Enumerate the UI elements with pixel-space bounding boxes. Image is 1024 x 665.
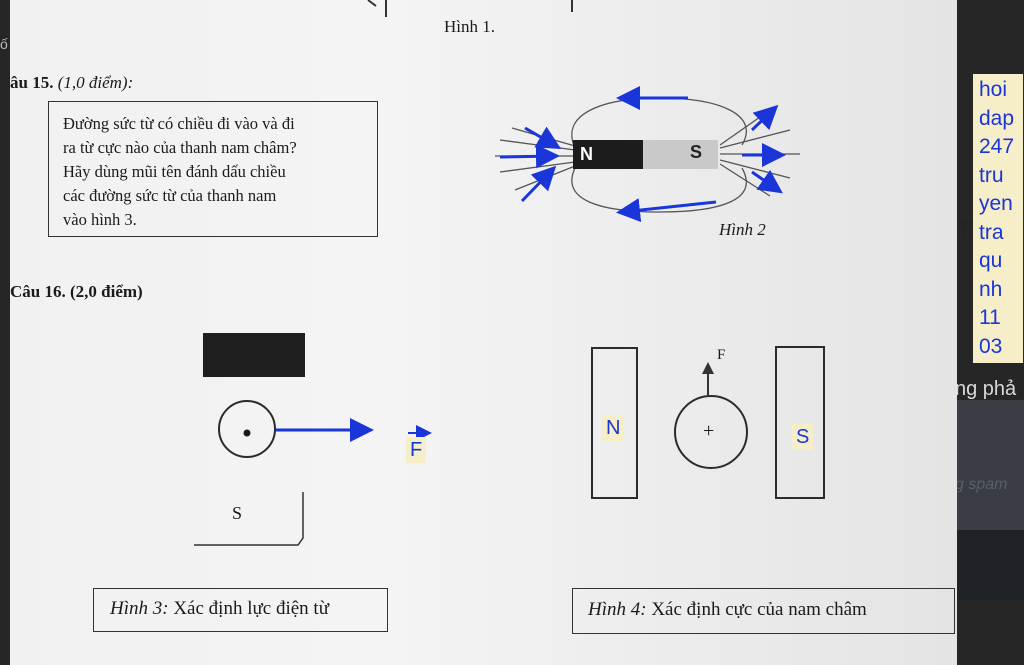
figure2-pole-s: S — [690, 142, 703, 162]
figure4-caption-box — [572, 588, 955, 634]
figure4-pole-n: N — [602, 415, 625, 441]
figure4-magnet-right — [775, 346, 825, 499]
question15-line: các đường sức từ của thanh nam — [63, 186, 277, 205]
figure4-caption-text: Xác định cực của nam châm — [646, 599, 867, 620]
figure3-force-label: F — [406, 437, 427, 463]
figure4-pole-s: S — [792, 424, 814, 450]
background-text: F — [961, 218, 974, 240]
figure3-magnet-north — [203, 333, 305, 377]
figure4-caption-number: Hình 4: — [588, 599, 647, 620]
figure4-caption: Hình 4: Xác định cực của nam châm — [588, 599, 867, 621]
watermark-line: hoi — [979, 78, 1008, 101]
question15-number: âu 15. — [10, 73, 54, 92]
watermark-line: nh — [979, 277, 1003, 301]
question15-line: vào hình 3. — [63, 210, 137, 229]
watermark-sidebar: hoi dap 247 tru yen tra qu nh 11 03 — [973, 74, 1023, 363]
watermark-line: 11 — [979, 306, 1001, 329]
figure3-caption-box — [93, 588, 388, 632]
worksheet-paper — [10, 0, 957, 665]
figure1-caption: Hình 1. — [444, 17, 495, 36]
question15-line: Hãy dùng mũi tên đánh dấu chiều — [63, 162, 286, 181]
figure2-caption: Hình 2 — [719, 220, 766, 239]
question15-heading: âu 15. (1,0 điểm): — [10, 73, 133, 93]
figure3-current-out-dot — [243, 429, 251, 437]
figure3-conductor — [218, 400, 276, 458]
figure4-current-symbol: + — [703, 420, 715, 442]
question15-line: ra từ cực nào của thanh nam châm? — [63, 138, 297, 157]
figure3-pole-s: S — [232, 503, 243, 523]
background-text: ng phả — [955, 378, 1017, 400]
magnet-north-half — [573, 140, 643, 169]
question15-points: (1,0 điểm): — [57, 73, 134, 92]
background-text: g spam — [955, 476, 1008, 493]
watermark-line: 03 — [979, 334, 1003, 358]
figure3-caption-text: Xác định lực điện từ — [168, 598, 329, 619]
figure3-magnet-south — [194, 492, 304, 546]
watermark-line: yen — [979, 192, 1013, 215]
watermark-line: qu — [979, 249, 1003, 272]
magnet-south-half — [643, 140, 718, 169]
watermark-line: 247 — [979, 135, 1015, 158]
figure2-pole-n: N — [580, 144, 593, 164]
watermark-line: dap — [979, 106, 1015, 130]
question16-heading: Câu 16. (2,0 điểm) — [10, 282, 143, 301]
question15-line: Đường sức từ có chiều đi vào và đi — [63, 114, 295, 133]
figure4-force-label: F — [717, 347, 726, 363]
question15-text: Đường sức từ có chiều đi vào và đi ra từ… — [63, 112, 368, 232]
watermark-line: tru — [979, 163, 1004, 187]
figure3-caption: Hình 3: Xác định lực điện từ — [110, 598, 329, 620]
watermark-line: tra — [979, 220, 1004, 244]
figure4-magnet-left — [591, 347, 638, 499]
figure3-caption-number: Hình 3: — [110, 598, 169, 619]
figure1-remnant — [367, 0, 573, 17]
background-text: ố — [0, 36, 8, 52]
question15-box — [48, 101, 378, 237]
figure2-annotation-arrows — [499, 86, 786, 223]
figure4-conductor — [674, 395, 748, 469]
